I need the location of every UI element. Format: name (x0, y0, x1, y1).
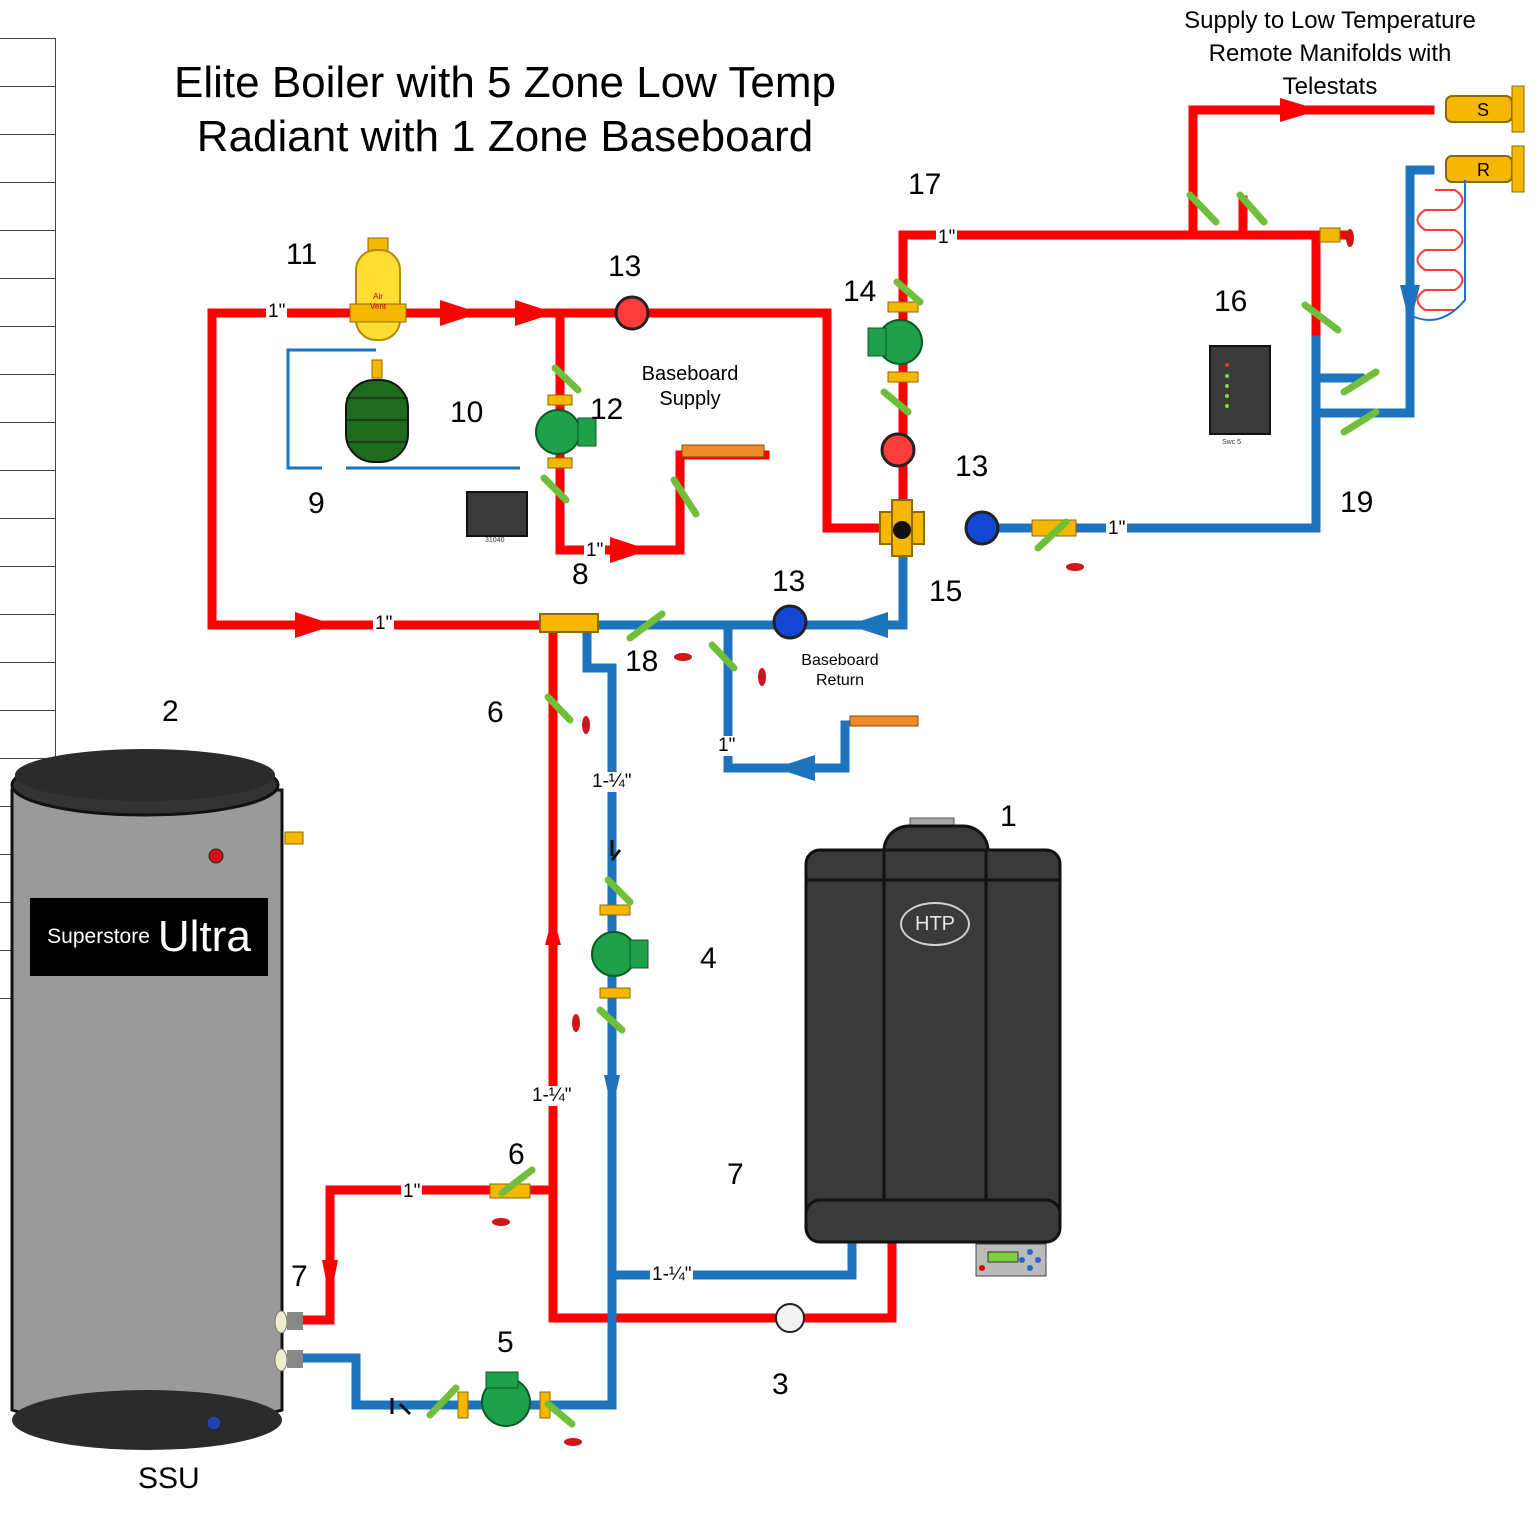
circulator-pumps (457, 301, 923, 1427)
flow-arrows (295, 98, 1420, 1300)
callout-number: 19 (1340, 486, 1374, 519)
pipe-size-callout: 1-¼" (650, 1264, 694, 1285)
callout-number: 4 (700, 942, 717, 975)
baseboard-return-line-1: Baseboard (801, 652, 879, 669)
side-table-row (0, 567, 55, 615)
callout-number: 17 (908, 168, 942, 201)
callout-number: 9 (308, 487, 325, 520)
side-table-row (0, 423, 55, 471)
relay-text: 31040 (485, 537, 505, 544)
pipe-size-callout: 1" (401, 1181, 423, 1202)
side-table-row (0, 519, 55, 567)
callout-number: 18 (625, 645, 659, 678)
supply-note-line-3: Telestats (1282, 73, 1378, 100)
drain-caps (492, 229, 1354, 1446)
check-valves (390, 840, 622, 1416)
manifold-supply-letter: S (1477, 100, 1490, 120)
side-table-row (0, 39, 55, 87)
callout-number: 10 (450, 396, 484, 429)
tank-brand-big: Ultra (157, 912, 251, 961)
callout-number: 7 (291, 1260, 308, 1293)
manifold-return-letter: R (1477, 160, 1490, 180)
pipe-size-callout: 1" (1106, 518, 1128, 539)
callout-number: 6 (487, 696, 504, 729)
valve-handles (426, 191, 1380, 1428)
boiler (804, 817, 1062, 1277)
callout-number: 6 (508, 1138, 525, 1171)
temperature-gauges (614, 295, 1000, 1333)
pipe-size-callout: 1" (716, 735, 738, 756)
tank-brand-plate: Superstore Ultra (30, 898, 268, 976)
supply-note-line-1: Supply to Low Temperature (1184, 7, 1476, 34)
baseboard-return-line-2: Return (815, 672, 865, 689)
tank-brand-small: Superstore (47, 925, 150, 948)
pipe-size-callout: 1" (584, 540, 606, 561)
side-table-row (0, 183, 55, 231)
pipe-size-callout: 1" (373, 613, 395, 634)
pipe-size-callout: 1" (936, 227, 958, 248)
air-vent-label-2: Vent (369, 302, 386, 311)
control-boxes (466, 345, 1271, 537)
side-table-row (0, 375, 55, 423)
side-table-row: y (0, 135, 55, 183)
callout-number: 7 (727, 1158, 744, 1191)
baseboard-supply-line-2: Supply (659, 388, 721, 410)
zone-control-text: Swc 5 (1222, 439, 1242, 446)
side-table-row (0, 87, 55, 135)
callout-number: 3 (772, 1368, 789, 1401)
callout-number: 15 (929, 575, 963, 608)
expansion-line (286, 348, 520, 470)
side-table-row (0, 711, 55, 759)
air-separator (349, 237, 407, 341)
air-vent-label-1: Air (373, 292, 383, 301)
manifolds (681, 85, 1525, 727)
side-table-row (0, 615, 55, 663)
side-table-row (0, 663, 55, 711)
callout-number: 13 (608, 250, 642, 283)
diagram-title-line-2: Radiant with 1 Zone Baseboard (196, 112, 814, 161)
mixing-valve (879, 499, 925, 557)
callout-number: 13 (772, 565, 806, 598)
callout-number: 1 (1000, 800, 1017, 833)
expansion-tank (345, 359, 409, 463)
air-vent-label: Air Vent (362, 292, 394, 312)
side-table-row (0, 279, 55, 327)
indirect-tank (10, 749, 304, 1450)
supply-note-line-2: Remote Manifolds with (1208, 40, 1452, 67)
side-table-row (0, 327, 55, 375)
callout-number: 5 (497, 1326, 514, 1359)
manifold-supply-note: Supply to Low Temperature Remote Manifol… (1150, 4, 1510, 103)
callout-number: 16 (1214, 285, 1248, 318)
diagram-title-line-1: Elite Boiler with 5 Zone Low Temp (174, 58, 836, 107)
callout-number: 14 (843, 275, 877, 308)
side-table-row (0, 231, 55, 279)
boiler-logo: HTP (900, 902, 970, 946)
baseboard-supply-line-1: Baseboard (641, 363, 739, 385)
pipe-size-callout: 1-¼" (590, 771, 634, 792)
tank-label: SSU (138, 1462, 200, 1495)
callout-number: 13 (955, 450, 989, 483)
pipe-size-callout: 1" (266, 301, 288, 322)
side-table-row (0, 471, 55, 519)
callout-number: 2 (162, 695, 179, 728)
baseboard-return-label: Baseboard Return (790, 651, 890, 691)
callout-number: 11 (286, 238, 318, 271)
baseboard-supply-label: Baseboard Supply (630, 362, 750, 412)
callout-number: 8 (572, 558, 589, 591)
pipe-size-callout: 1-¼" (530, 1085, 574, 1106)
callout-number: 12 (590, 393, 624, 426)
